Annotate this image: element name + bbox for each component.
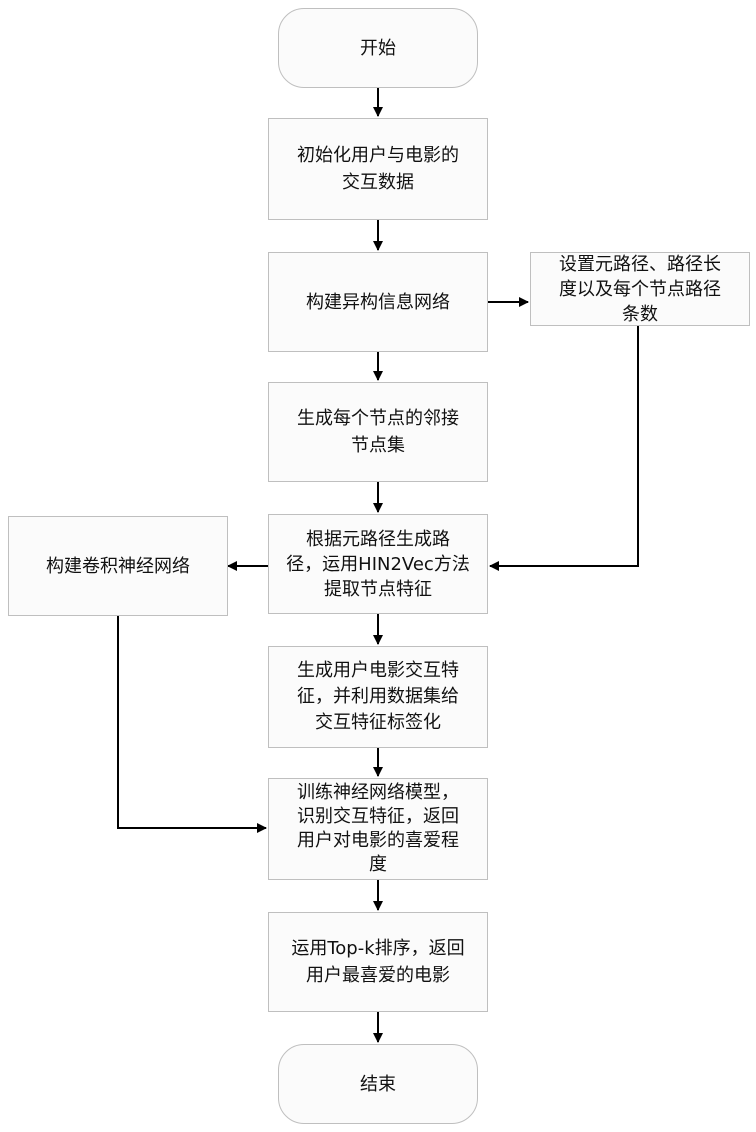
edge-build-cnn-train [118, 616, 266, 828]
topk-node: 运用Top-k排序，返回 用户最喜爱的电影 [268, 912, 488, 1012]
train-model-label: 训练神经网络模型， 识别交互特征，返回 用户对电影的喜爱程 度 [297, 781, 459, 877]
end-label: 结束 [360, 1071, 396, 1098]
gen-feature-label: 生成用户电影交互特 征，并利用数据集给 交互特征标签化 [297, 658, 459, 736]
start-node: 开始 [278, 8, 478, 88]
build-cnn-label: 构建卷积神经网络 [46, 553, 190, 580]
init-data-label: 初始化用户与电影的 交互数据 [297, 142, 459, 196]
train-model-node: 训练神经网络模型， 识别交互特征，返回 用户对电影的喜爱程 度 [268, 778, 488, 880]
neighbors-node: 生成每个节点的邻接 节点集 [268, 382, 488, 482]
gen-path-node: 根据元路径生成路 径，运用HIN2Vec方法 提取节点特征 [268, 514, 488, 614]
neighbors-label: 生成每个节点的邻接 节点集 [297, 405, 459, 459]
start-label: 开始 [360, 35, 396, 62]
set-meta-path-label: 设置元路径、路径长 度以及每个节点路径 条数 [559, 252, 721, 327]
set-meta-path-node: 设置元路径、路径长 度以及每个节点路径 条数 [530, 252, 750, 326]
gen-path-label: 根据元路径生成路 径，运用HIN2Vec方法 提取节点特征 [286, 527, 470, 602]
build-cnn-node: 构建卷积神经网络 [8, 516, 228, 616]
end-node: 结束 [278, 1044, 478, 1124]
build-hin-node: 构建异构信息网络 [268, 252, 488, 352]
gen-feature-node: 生成用户电影交互特 征，并利用数据集给 交互特征标签化 [268, 646, 488, 748]
edge-set-meta-gen-path [490, 326, 638, 566]
topk-label: 运用Top-k排序，返回 用户最喜爱的电影 [291, 935, 464, 989]
init-data-node: 初始化用户与电影的 交互数据 [268, 118, 488, 220]
build-hin-label: 构建异构信息网络 [306, 289, 450, 316]
